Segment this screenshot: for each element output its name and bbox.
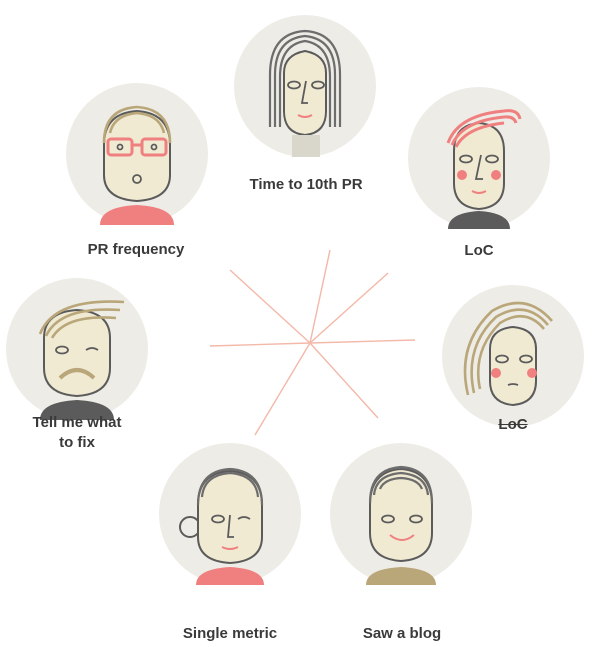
spoke-top-right [310,273,388,343]
avatar [64,83,210,225]
center-spokes [200,240,420,440]
persona-label: LoC [440,415,586,435]
persona-label: LoC [406,241,552,261]
persona-saw-a-blog: Saw a blog [328,443,476,643]
persona-label: Single metric [152,624,308,644]
persona-loc-struck: LoC [440,285,586,440]
avatar [442,285,584,427]
spoke-right [310,340,415,343]
avatar [408,87,550,229]
persona-tell-me-what-to-fix: Tell me what to fix [2,278,152,488]
spoke-top [310,250,330,343]
spoke-left [210,343,310,346]
avatar [156,443,304,585]
persona-label: Saw a blog [328,624,476,644]
persona-label: Tell me what to fix [2,413,152,453]
spoke-top-left [230,270,310,343]
persona-label: Time to 10th PR [232,175,380,195]
avatar [234,15,376,157]
persona-loc: LoC [406,87,552,262]
persona-pr-frequency: PR frequency [52,83,220,263]
avatar [330,443,472,585]
avatar [4,278,150,420]
persona-time-to-10th-pr: Time to 10th PR [232,15,380,205]
spoke-bottom-right [310,343,378,418]
spoke-bottom-left [255,343,310,435]
persona-single-metric: Single metric [152,443,308,643]
persona-label: PR frequency [52,240,220,260]
